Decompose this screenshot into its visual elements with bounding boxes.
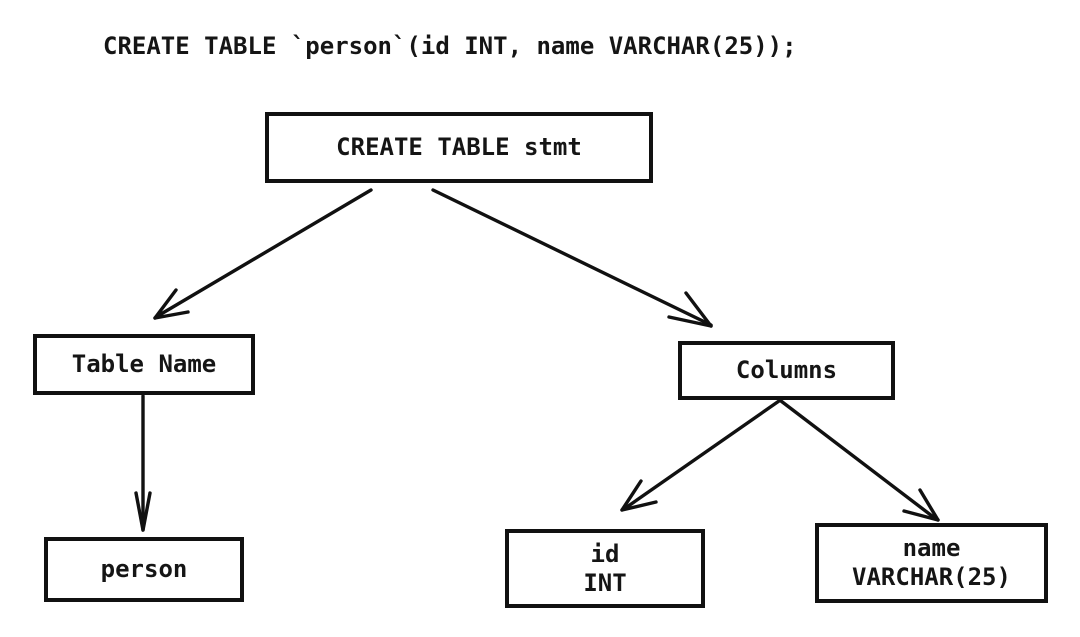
sql-statement-text: CREATE TABLE `person`(id INT, name VARCH…	[103, 32, 797, 60]
node-person: person	[44, 537, 244, 602]
node-columns-label: Columns	[735, 356, 838, 384]
edge-root-to-columns	[431, 188, 713, 328]
edge-columns-to-id	[620, 399, 781, 512]
node-columns: Columns	[678, 341, 895, 400]
node-table-name-label: Table Name	[71, 350, 217, 378]
node-column-name-name: name	[902, 534, 961, 562]
node-column-id: id INT	[505, 529, 705, 608]
node-column-name-type: VARCHAR(25)	[852, 563, 1011, 591]
node-table-name: Table Name	[33, 334, 255, 395]
node-column-name: name VARCHAR(25)	[815, 523, 1048, 603]
edge-root-to-table-name	[153, 188, 373, 320]
node-person-label: person	[100, 555, 188, 583]
node-column-id-type: INT	[583, 568, 627, 597]
edge-columns-to-name	[779, 399, 940, 522]
node-column-id-name: id	[590, 539, 620, 568]
edge-table-name-to-person	[134, 394, 152, 532]
node-create-table-stmt-label: CREATE TABLE stmt	[336, 133, 582, 161]
node-create-table-stmt: CREATE TABLE stmt	[265, 112, 653, 183]
